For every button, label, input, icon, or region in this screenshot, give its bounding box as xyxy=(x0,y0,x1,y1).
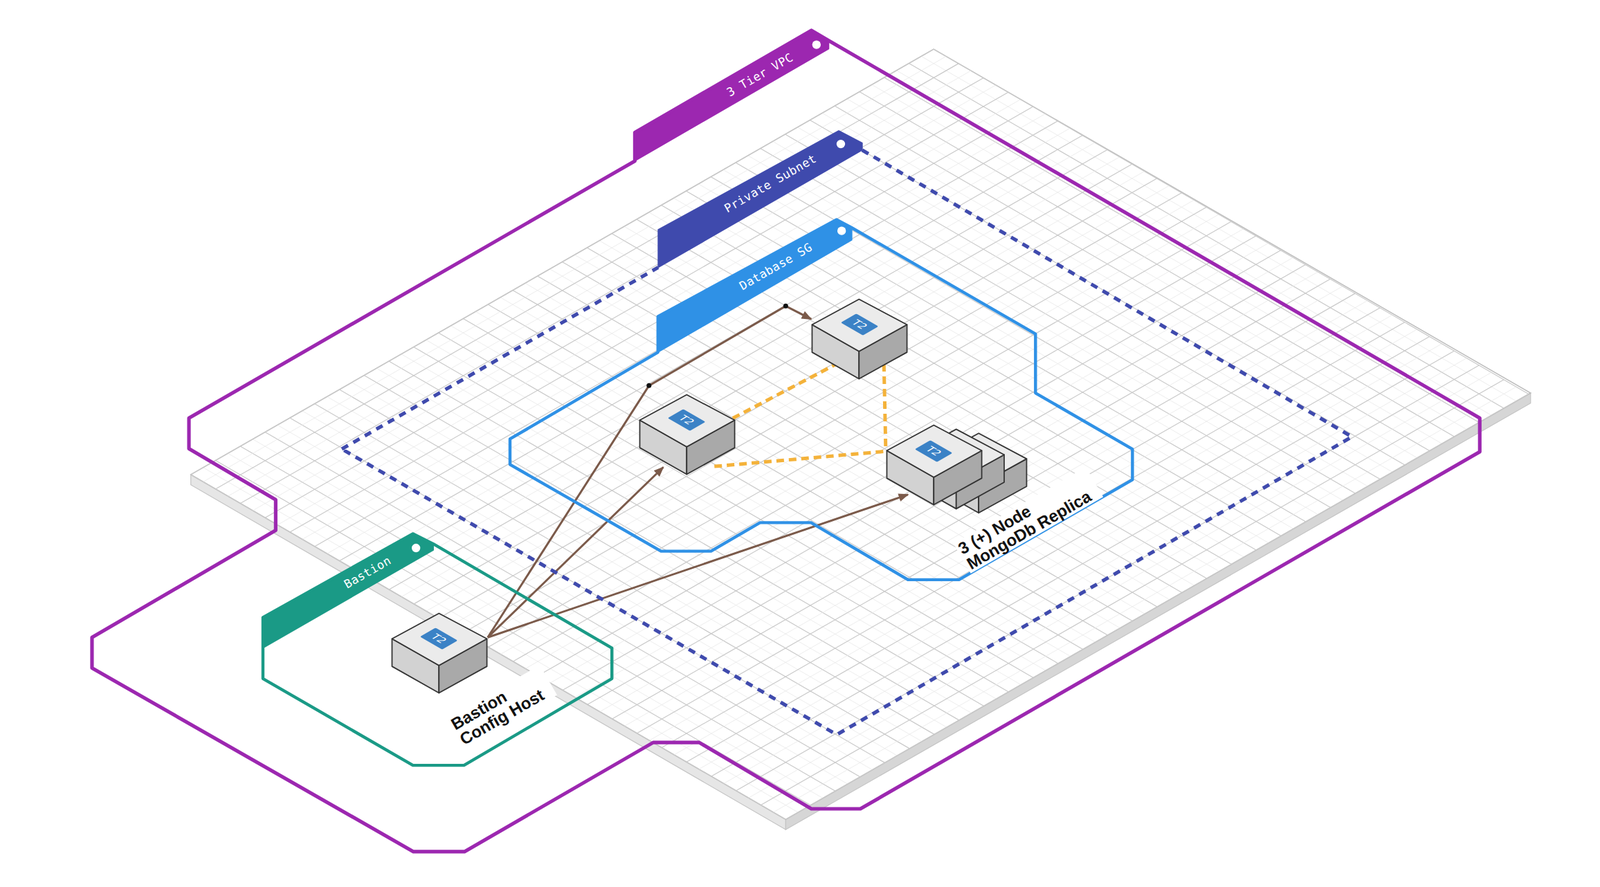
grid-line xyxy=(686,336,1430,762)
grid-line xyxy=(761,379,1504,806)
grid-line xyxy=(203,56,947,482)
grid-line xyxy=(215,63,959,490)
grid-line xyxy=(401,171,1144,598)
region-border xyxy=(510,219,1133,580)
grid-line xyxy=(463,207,1207,634)
instance-node: T2Bastion Config Host xyxy=(391,612,488,695)
grid-line xyxy=(773,386,1516,813)
grid-line xyxy=(748,372,1492,798)
vpc-region: T2T2T23 (+) Node MongoDb ReplicaDatabase… xyxy=(89,28,1482,854)
cube-face xyxy=(812,298,908,351)
region-icon xyxy=(811,40,821,50)
region-border xyxy=(262,533,612,766)
grid-line xyxy=(785,393,1529,820)
instance-node: T2 xyxy=(638,393,736,476)
grid-line xyxy=(661,322,1405,749)
connector xyxy=(883,364,886,448)
grid-line xyxy=(277,99,1021,526)
connector xyxy=(714,451,886,467)
grid-line xyxy=(587,278,1331,705)
grid-line xyxy=(451,200,1194,626)
grid-line xyxy=(352,142,1095,569)
security-group: T2Bastion Config HostBastion xyxy=(260,530,614,768)
grid-line xyxy=(488,221,1232,648)
grid-line xyxy=(612,293,1356,720)
grid-line xyxy=(191,49,934,475)
connector xyxy=(487,494,908,638)
region-tab xyxy=(634,30,829,162)
grid-line xyxy=(302,114,1045,540)
grid-line xyxy=(240,78,983,504)
region-border xyxy=(341,150,1353,735)
region-icon xyxy=(411,543,421,553)
region-outline xyxy=(89,28,1482,854)
region-icon xyxy=(837,226,846,235)
cube-face xyxy=(391,613,487,666)
grid-line xyxy=(438,193,1182,619)
instance-drawing xyxy=(885,424,983,506)
grid-line xyxy=(426,185,1169,612)
instance-drawing xyxy=(391,612,488,695)
security-group: T2T2T23 (+) Node MongoDb ReplicaDatabase… xyxy=(507,216,1135,583)
grid-line xyxy=(413,178,1157,605)
grid-line xyxy=(476,214,1219,641)
grid-line xyxy=(314,121,1058,547)
grid-line xyxy=(376,157,1120,583)
grid-line xyxy=(711,350,1454,777)
region-border xyxy=(92,30,1480,852)
grid-line xyxy=(586,247,1183,593)
grid-line xyxy=(537,250,1281,677)
instance-cube xyxy=(391,613,487,693)
grid-line xyxy=(191,474,787,820)
slab-top xyxy=(191,49,1531,820)
subnet-region: T2T2T23 (+) Node MongoDb ReplicaDatabase… xyxy=(339,128,1355,738)
instance-cube xyxy=(812,298,908,379)
grid-line xyxy=(649,314,1392,741)
connector xyxy=(487,467,664,638)
grid-line xyxy=(252,85,996,511)
instance-node: T23 (+) Node MongoDb Replica xyxy=(885,424,983,506)
grid-line xyxy=(698,343,1442,770)
grid-line xyxy=(327,128,1070,554)
connectors xyxy=(487,303,908,638)
connector xyxy=(732,364,837,418)
grid-line xyxy=(252,439,848,785)
grid-line xyxy=(388,164,1132,590)
cube-face xyxy=(639,395,735,448)
grid-line xyxy=(227,70,971,497)
grid-line xyxy=(525,242,1268,669)
instance-node: T2 xyxy=(811,298,908,380)
grid xyxy=(191,49,1529,820)
instance-drawing xyxy=(811,298,908,380)
grid-line xyxy=(636,307,1380,734)
grid-line xyxy=(674,329,1417,756)
instance-cube xyxy=(886,425,982,506)
region-icon xyxy=(836,139,845,149)
grid-line xyxy=(512,235,1256,662)
cube-face xyxy=(886,425,982,478)
grid-line xyxy=(624,301,1368,727)
grid-line xyxy=(723,358,1467,785)
instance-drawing xyxy=(638,393,736,476)
bend-dot xyxy=(646,383,652,389)
bend-dot xyxy=(783,303,789,309)
instance-cube xyxy=(639,395,735,475)
grid-line xyxy=(339,135,1083,562)
region-outline xyxy=(339,128,1355,738)
